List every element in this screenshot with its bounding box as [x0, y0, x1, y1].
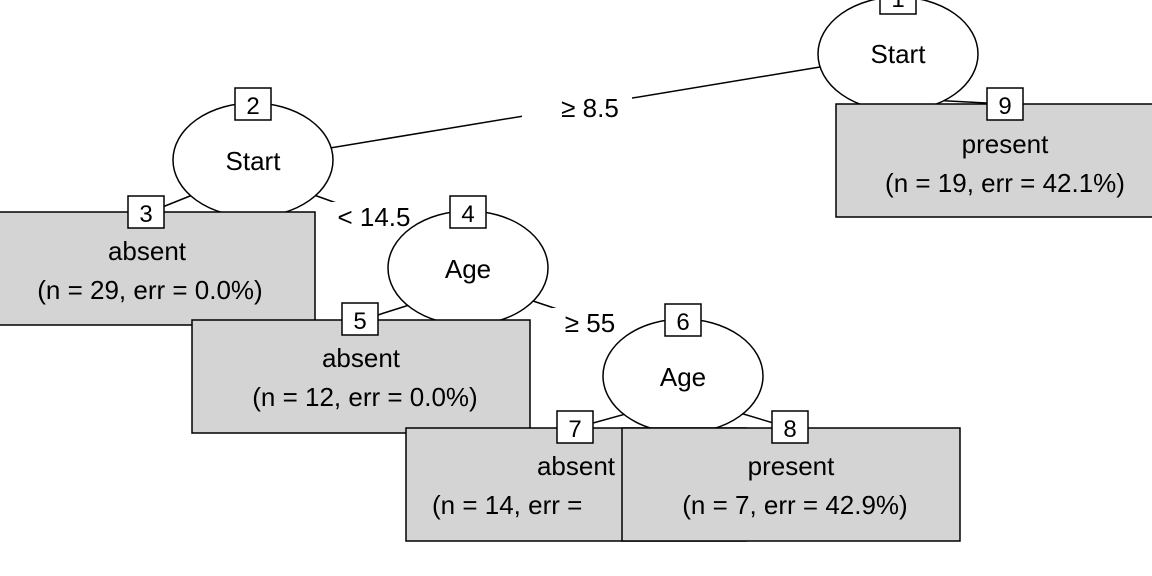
node-6: Age 6 [602, 303, 764, 434]
edge-label-4-6: ≥ 55 [565, 308, 615, 338]
leaf-8: present (n = 7, err = 42.9%) 8 [621, 410, 961, 542]
leaf-9-class: present [962, 129, 1049, 159]
leaf-9-id: 9 [998, 93, 1011, 120]
leaf-8-class: present [748, 451, 835, 481]
node-4-id: 4 [461, 201, 474, 228]
edge-label-2-4: < 14.5 [337, 202, 410, 232]
leaf-3-stats: (n = 29, err = 0.0%) [37, 275, 262, 305]
node-1-variable: Start [871, 39, 927, 69]
leaf-3-id: 3 [139, 201, 152, 228]
leaf-9-stats: (n = 19, err = 42.1%) [885, 168, 1125, 198]
node-6-id: 6 [676, 309, 689, 336]
node-1-id: 1 [891, 0, 904, 13]
leaf-7-stats: (n = 14, err = [432, 490, 582, 520]
leaf-5-id: 5 [353, 308, 366, 335]
node-2-variable: Start [226, 146, 282, 176]
node-1: Start 1 [817, 0, 979, 112]
leaf-5-class: absent [322, 343, 401, 373]
leaf-7-id: 7 [568, 416, 581, 443]
node-2-id: 2 [246, 93, 259, 120]
leaf-3-class: absent [108, 236, 187, 266]
leaf-5-stats: (n = 12, err = 0.0%) [252, 382, 477, 412]
leaf-9: present (n = 19, err = 42.1%) 9 [835, 87, 1152, 218]
leaf-8-id: 8 [783, 416, 796, 443]
node-4: Age 4 [387, 195, 549, 326]
node-6-variable: Age [660, 362, 706, 392]
node-4-variable: Age [445, 254, 491, 284]
leaf-5: absent (n = 12, err = 0.0%) 5 [191, 302, 531, 434]
edge-label-1-2: ≥ 8.5 [561, 93, 619, 123]
leaf-3: absent (n = 29, err = 0.0%) 3 [0, 195, 316, 326]
leaf-8-stats: (n = 7, err = 42.9%) [682, 490, 907, 520]
node-2: Start 2 [172, 87, 334, 218]
leaf-7-class: absent [537, 451, 616, 481]
